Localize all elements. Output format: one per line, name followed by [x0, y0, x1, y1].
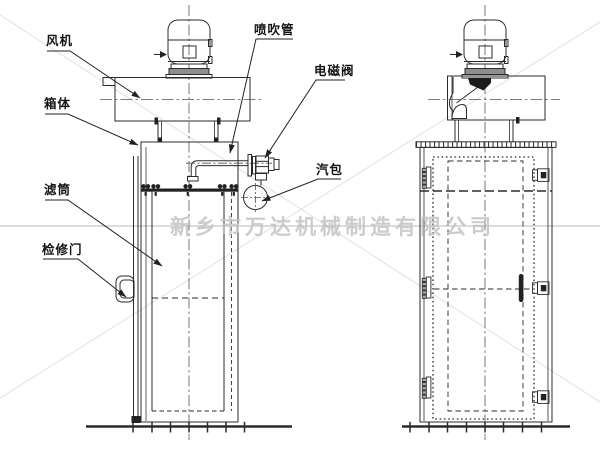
door-handle-left [115, 275, 135, 303]
air-drum [241, 183, 270, 212]
label-fan: 风机 [46, 33, 74, 48]
latch [532, 281, 550, 295]
top-flange-right [415, 141, 557, 148]
company-watermark: 新乡市万达机械制造有限公司 [170, 215, 495, 239]
solenoid-valve-assembly [247, 154, 280, 186]
motor-right [450, 19, 509, 79]
watermark-diagonal-lines [0, 14, 600, 403]
access-door-left [115, 156, 141, 423]
neck-left [157, 121, 219, 142]
label-cabinet: 箱体 [44, 96, 72, 111]
filter-cartridge-left [151, 191, 225, 412]
leader-access-door [43, 258, 127, 298]
base-left [86, 421, 292, 433]
door-inner-dashed [447, 160, 524, 412]
leader-solenoid-valve [264, 79, 345, 159]
cabinet-left [140, 141, 239, 423]
door-latches [532, 168, 550, 404]
label-filter-cartridge: 滤筒 [44, 182, 72, 197]
latch [532, 390, 550, 404]
leader-blow-pipe [228, 38, 293, 154]
hinge [421, 166, 432, 189]
door-right [432, 156, 535, 420]
leader-cabinet [45, 113, 139, 146]
label-blow-pipe: 喷吹管 [254, 22, 295, 37]
left-view [86, 5, 292, 440]
fan-inlet-wedge [468, 78, 491, 91]
base-right [402, 421, 570, 433]
hinge [421, 376, 432, 399]
blow-pipe-left [186, 160, 272, 182]
door-outline-dotted [432, 156, 535, 420]
leader-lines [43, 38, 345, 298]
tube-sheet-left [141, 184, 239, 196]
door-handle-right [518, 274, 524, 302]
label-air-drum: 汽包 [316, 162, 344, 177]
leader-filter-cartridge [45, 199, 163, 267]
label-access-door: 检修门 [42, 242, 83, 257]
label-solenoid-valve: 电磁阀 [314, 63, 355, 78]
motor-arrow-icon [456, 51, 463, 58]
fan-housing-right [428, 75, 560, 124]
door-hinges [421, 166, 432, 399]
motor-arrow-icon [160, 51, 167, 58]
leader-air-drum [261, 178, 341, 202]
motor-left [154, 19, 213, 79]
hinge [421, 276, 432, 299]
right-view [402, 5, 570, 440]
leader-fan [47, 50, 141, 99]
latch [532, 168, 550, 182]
neck-right [454, 120, 514, 142]
cabinet-right [419, 146, 553, 423]
fan-scroll-beak [451, 103, 467, 119]
